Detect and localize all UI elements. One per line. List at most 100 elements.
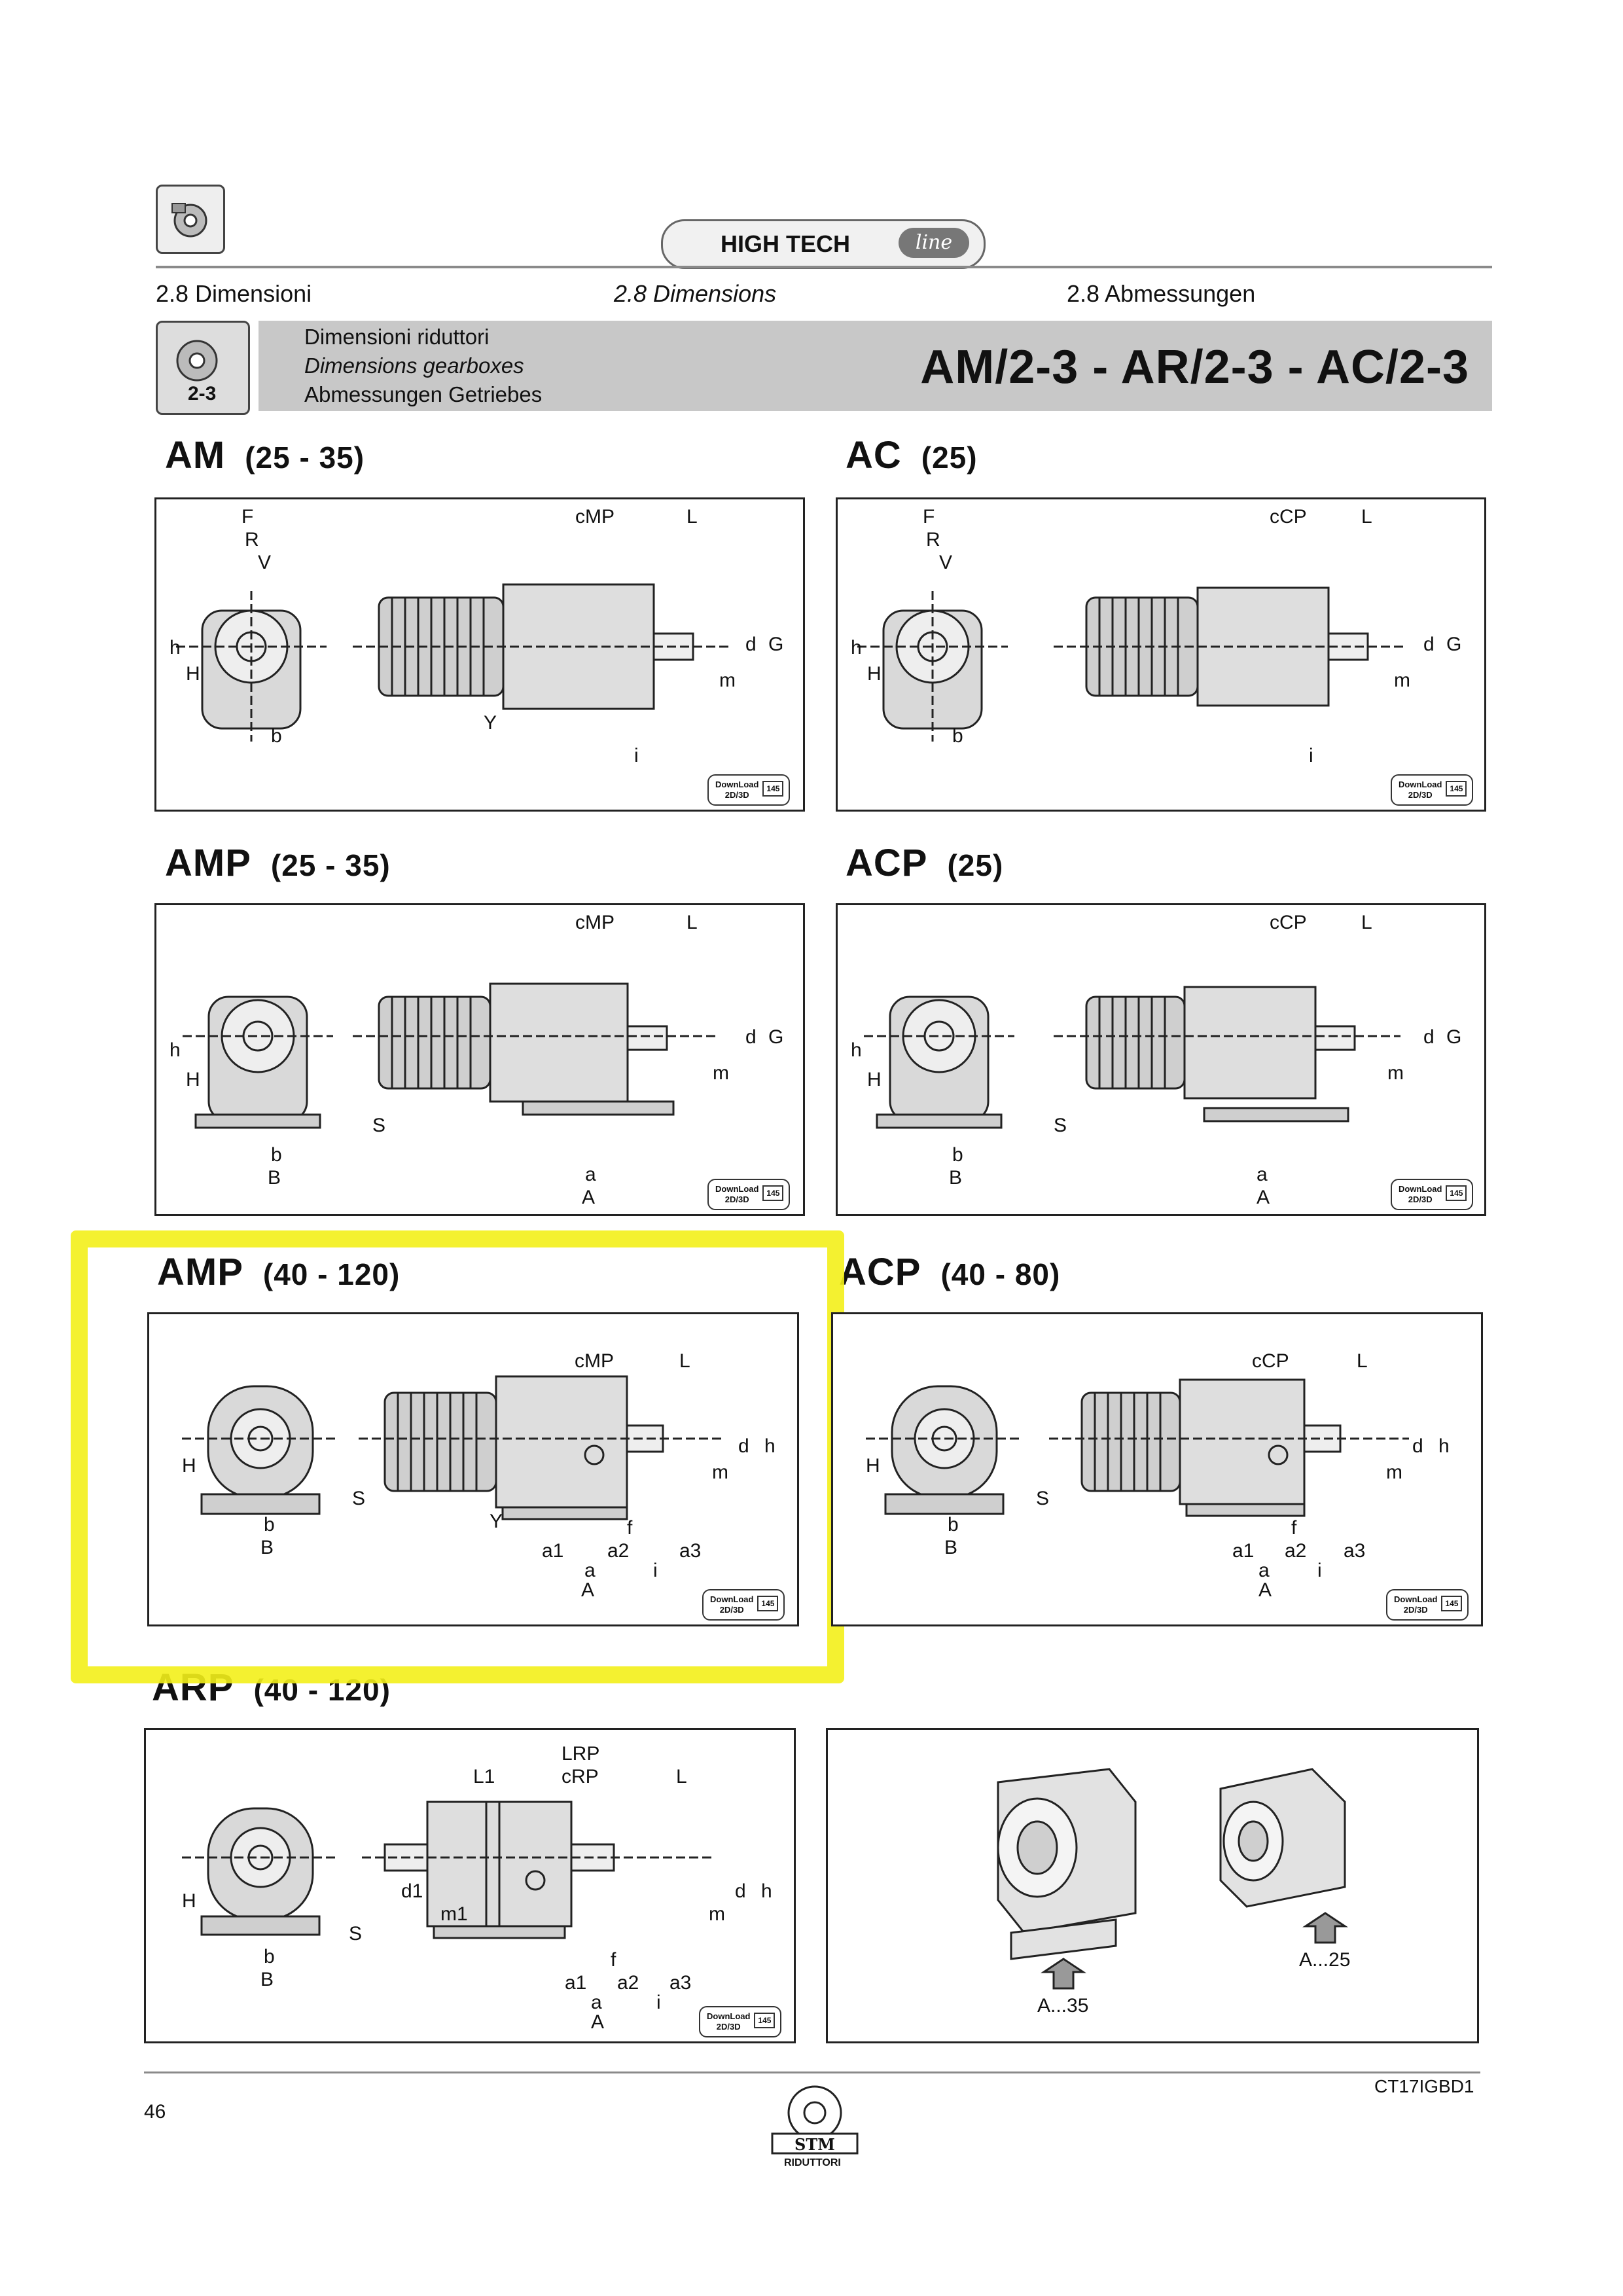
download-line2: 2D/3D bbox=[724, 1194, 749, 1204]
dim-l: L bbox=[679, 1350, 690, 1372]
dim-s: S bbox=[1036, 1488, 1050, 1509]
dim-s: S bbox=[372, 1115, 386, 1136]
drawing-acp-40-80: cCP L d h m H S b B f a1 a2 a3 a i A Dow… bbox=[831, 1312, 1483, 1626]
footer-rule bbox=[144, 2072, 1480, 2073]
dim-b: b bbox=[948, 1514, 959, 1535]
dim-l: L bbox=[1361, 912, 1372, 933]
badge-script: line bbox=[899, 228, 969, 258]
dim-s: S bbox=[349, 1923, 363, 1945]
subtitle-english: Dimensions gearboxes bbox=[304, 353, 524, 378]
dim-h: h bbox=[169, 1039, 181, 1061]
download-line1: DownLoad bbox=[710, 1594, 754, 1604]
dim-i: i bbox=[1317, 1560, 1322, 1581]
section-name: ACP bbox=[839, 1251, 921, 1293]
dim-a1: a1 bbox=[1232, 1540, 1255, 1562]
dim-ccp: cCP bbox=[1270, 506, 1307, 528]
download-page: 145 bbox=[762, 1185, 784, 1201]
dim-crp: cRP bbox=[562, 1766, 599, 1787]
dim-d: d bbox=[745, 634, 757, 655]
gearbox-drawing-icon bbox=[857, 586, 1407, 742]
dim-b: b bbox=[952, 725, 963, 747]
dim-b: b bbox=[271, 725, 282, 747]
section-name: AMP bbox=[157, 1251, 243, 1293]
download-page: 145 bbox=[1441, 1596, 1463, 1611]
drawing-ac-25: cCP L F R V d G m b i h H DownLoad 2D/3D… bbox=[836, 497, 1486, 812]
dim-a3: a3 bbox=[1344, 1540, 1366, 1562]
download-button[interactable]: DownLoad 2D/3D 145 bbox=[1391, 1179, 1474, 1210]
dim-y: Y bbox=[490, 1511, 503, 1532]
download-button[interactable]: DownLoad 2D/3D 145 bbox=[707, 774, 791, 806]
drawing-acp-25: cCP L d G m h H S b B a A DownLoad 2D/3D… bbox=[836, 903, 1486, 1216]
dim-H: H bbox=[186, 663, 200, 685]
dim-g: G bbox=[1446, 1026, 1462, 1048]
download-line2: 2D/3D bbox=[1403, 1605, 1428, 1615]
download-page: 145 bbox=[1446, 1185, 1467, 1201]
dim-l: L bbox=[687, 506, 698, 528]
gearbox-3d-view-icon bbox=[997, 1768, 1348, 1990]
section-range: (25) bbox=[947, 848, 1004, 882]
dim-A: A bbox=[1257, 1187, 1270, 1208]
download-line1: DownLoad bbox=[1394, 1594, 1438, 1604]
dim-m1: m1 bbox=[440, 1903, 468, 1925]
gearbox-drawing-icon bbox=[182, 1375, 725, 1520]
dim-d: d bbox=[745, 1026, 757, 1048]
dim-ccp: cCP bbox=[1270, 912, 1307, 933]
dim-f: f bbox=[627, 1517, 633, 1539]
dim-l: L bbox=[1361, 506, 1372, 528]
dim-l: L bbox=[1357, 1350, 1368, 1372]
dim-i: i bbox=[634, 745, 639, 766]
catalog-code: CT17IGBD1 bbox=[1374, 2076, 1474, 2096]
dim-H: H bbox=[866, 1455, 880, 1477]
dim-l: L bbox=[687, 912, 698, 933]
high-tech-badge: HIGH TECH line bbox=[661, 219, 986, 269]
dim-A: A bbox=[582, 1187, 596, 1208]
dim-B: B bbox=[949, 1167, 963, 1189]
dim-ccp: cCP bbox=[1252, 1350, 1289, 1372]
dim-cmp: cMP bbox=[575, 1350, 614, 1372]
dim-H: H bbox=[182, 1890, 196, 1912]
header-logo-icon bbox=[156, 185, 225, 254]
download-button[interactable]: DownLoad 2D/3D 145 bbox=[707, 1179, 791, 1210]
download-page: 145 bbox=[762, 781, 784, 797]
dim-a: a bbox=[1258, 1560, 1270, 1581]
section-title-am: AM(25 - 35) bbox=[165, 433, 365, 477]
download-line1: DownLoad bbox=[1399, 1184, 1442, 1194]
dim-b: b bbox=[264, 1514, 275, 1535]
dim-a3: a3 bbox=[669, 1972, 692, 1994]
download-button[interactable]: DownLoad 2D/3D 145 bbox=[702, 1589, 785, 1621]
dim-r: R bbox=[926, 529, 940, 550]
dim-h: h bbox=[764, 1435, 776, 1457]
download-line1: DownLoad bbox=[707, 2011, 751, 2021]
download-page: 145 bbox=[754, 2013, 776, 2028]
dim-d: d bbox=[735, 1880, 746, 1902]
brand-sub: RIDUTTORI bbox=[784, 2157, 841, 2168]
download-button[interactable]: DownLoad 2D/3D 145 bbox=[1386, 1589, 1469, 1621]
dim-A: A bbox=[591, 2011, 605, 2033]
col-german: 2.8 Abmessungen bbox=[1067, 280, 1256, 307]
dim-i: i bbox=[1309, 745, 1313, 766]
dim-h: h bbox=[761, 1880, 772, 1902]
dim-l: L bbox=[676, 1766, 687, 1787]
download-page: 145 bbox=[1446, 781, 1467, 797]
dim-B: B bbox=[260, 1969, 274, 1990]
dim-f: f bbox=[611, 1949, 616, 1971]
drawing-amp-25-35: cMP L d G m h H S b B a A DownLoad 2D/3D… bbox=[154, 903, 805, 1216]
section-range: (40 - 120) bbox=[262, 1257, 401, 1291]
dim-s: S bbox=[352, 1488, 366, 1509]
dim-A: A bbox=[1258, 1579, 1272, 1601]
dim-B: B bbox=[268, 1167, 281, 1189]
dim-H: H bbox=[186, 1069, 200, 1090]
dim-a: a bbox=[591, 1992, 602, 2013]
dim-m: m bbox=[1387, 1062, 1404, 1084]
dim-d: d bbox=[738, 1435, 749, 1457]
section-name: AMP bbox=[165, 842, 251, 884]
dim-a2: a2 bbox=[607, 1540, 630, 1562]
download-button[interactable]: DownLoad 2D/3D 145 bbox=[1391, 774, 1474, 806]
dim-m: m bbox=[1386, 1462, 1402, 1483]
dim-H: H bbox=[867, 663, 882, 685]
subtitle-bar: Dimensioni riduttori Dimensions gearboxe… bbox=[259, 321, 1492, 411]
gearbox-drawing-icon bbox=[864, 986, 1400, 1129]
dim-a1: a1 bbox=[542, 1540, 564, 1562]
dim-g: G bbox=[768, 634, 784, 655]
download-button[interactable]: DownLoad 2D/3D 145 bbox=[699, 2006, 782, 2037]
